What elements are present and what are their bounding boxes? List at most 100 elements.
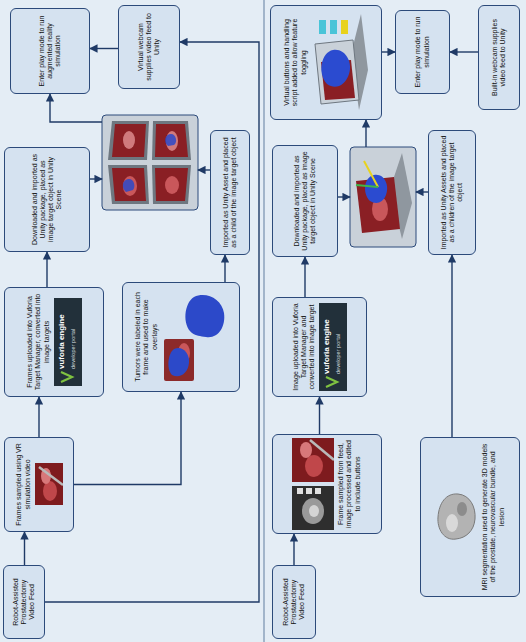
sampled-frame-images <box>292 438 334 482</box>
connector-arrow <box>74 392 181 485</box>
video-frame-image <box>39 468 63 486</box>
box-text: Enter play mode to run augmented reality… <box>38 13 62 89</box>
sampled-frame-images <box>309 505 319 517</box>
connector-arrow <box>319 397 320 434</box>
process-box: Robot-Assisted Prostatectomy Video Feed <box>3 565 45 639</box>
box-text: Robot-Assisted Prostatectomy Video Feed <box>12 570 36 634</box>
video-frame-image <box>35 464 63 506</box>
virtual-buttons-image <box>315 41 359 105</box>
sampled-frame-images <box>297 488 303 494</box>
sampled-frame-images <box>302 498 324 524</box>
connector-arrow <box>46 252 47 287</box>
prostate-model-image <box>457 502 467 516</box>
sampled-frame-images <box>305 455 323 477</box>
box-text: Built-in webcam supplies video feed to U… <box>491 10 507 105</box>
process-box: Downloaded and imported as Unity package… <box>4 147 90 252</box>
box-picture <box>311 11 369 115</box>
process-box: Image uploaded into Vuforia Target Manag… <box>272 297 367 397</box>
box-text: Frames uploaded into Vuforia Target Mana… <box>26 292 50 392</box>
sampled-frame-images <box>300 442 312 458</box>
process-box: Imported as Unity Assets and placed as a… <box>428 130 476 255</box>
sampled-frame-images <box>315 488 321 494</box>
ar-screenshot <box>364 161 378 187</box>
connector-arrow <box>90 48 118 49</box>
flow-arrow <box>365 120 366 147</box>
logo-text: vuforia engine <box>58 314 66 369</box>
ar-screenshot <box>112 168 146 201</box>
connector-arrow <box>293 534 294 565</box>
video-frame-image <box>43 482 57 502</box>
box-text: Robot-Assisted Prostatectomy Video Feed <box>282 570 306 634</box>
vuforia-logo <box>54 298 82 386</box>
connector-arrow <box>24 532 25 565</box>
box-text: Downloaded and imported as Unity package… <box>293 150 317 252</box>
box-text: Frame sampled from feed, image processed… <box>337 439 361 529</box>
connector-arrow <box>451 255 452 437</box>
ar-screenshot <box>356 185 378 187</box>
ar-screenshot <box>112 124 146 157</box>
virtual-buttons-image <box>330 21 337 35</box>
vuforia-logo <box>319 303 347 391</box>
ar-screenshot <box>102 115 198 210</box>
box-text: Tumors were labeled in each frame and us… <box>134 287 158 387</box>
prostate-model-image <box>434 487 478 547</box>
logo-text: developer portal <box>71 329 77 369</box>
ar-screenshot <box>108 121 149 160</box>
ar-screenshot <box>102 115 198 210</box>
box-text: Virtual buttons and handling script adde… <box>283 10 307 115</box>
connector-arrow <box>38 397 39 437</box>
ar-screenshot <box>166 131 178 151</box>
prostate-model-image <box>438 494 475 539</box>
process-box: Frame sampled from feed, image processed… <box>272 434 382 534</box>
prostate-model-image <box>446 514 458 532</box>
box-text: Enter play mode to run simulation <box>414 15 430 89</box>
process-box: Tumors were labeled in each frame and us… <box>122 282 240 392</box>
process-box: Frames sampled using VR simulation video <box>4 437 74 532</box>
tumor-overlay-image <box>162 291 228 383</box>
ar-screenshot <box>165 134 176 146</box>
ar-screenshot <box>350 147 416 247</box>
box-text: Imported as Unity Assets and placed as a… <box>440 135 464 250</box>
logo-text: developer portal <box>336 334 342 374</box>
box-picture <box>162 291 228 383</box>
ar-screenshot <box>165 176 179 194</box>
tumor-overlay-image <box>164 339 194 381</box>
ar-screenshot <box>155 124 188 157</box>
logo-text: vuforia engine <box>323 319 331 374</box>
box-picture: vuforia engine developer portal <box>319 303 347 391</box>
process-box: Frames uploaded into Vuforia Target Mana… <box>4 287 104 397</box>
virtual-buttons-image <box>321 50 350 87</box>
vuforia-logo <box>61 372 72 382</box>
process-box: Imported as Unity Asset and placed as a … <box>210 130 250 255</box>
ar-screenshot <box>152 165 191 204</box>
ar-screenshot <box>123 176 137 196</box>
tumor-overlay-image <box>168 348 189 376</box>
box-text: Virtual webcam supplies video feed to Un… <box>137 10 161 84</box>
process-box: Enter play mode to run augmented reality… <box>10 8 90 94</box>
virtual-buttons-image <box>319 21 326 35</box>
box-text: MRI segmentation used to generate 3D mod… <box>481 442 505 592</box>
process-box: Virtual buttons and handling script adde… <box>270 5 382 120</box>
connector-arrow <box>45 42 259 602</box>
process-box: Enter play mode to run simulation <box>395 10 450 94</box>
process-box: Downloaded and imported as Unity package… <box>272 145 338 257</box>
video-frame-image <box>35 464 63 506</box>
box-picture: vuforia engine developer portal <box>54 298 82 386</box>
flow-arrow <box>198 169 210 170</box>
box-picture <box>434 487 478 547</box>
vuforia-logo <box>326 377 337 387</box>
tumor-overlay-image <box>185 295 224 337</box>
box-text: Downloaded and imported as Unity package… <box>31 152 63 247</box>
flow-arrow <box>416 191 428 192</box>
ar-screenshot <box>123 131 135 149</box>
process-box: MRI segmentation used to generate 3D mod… <box>420 437 520 597</box>
box-text: Imported as Unity Asset and placed as a … <box>222 135 238 250</box>
ar-screenshot <box>365 175 387 203</box>
connector-arrow <box>382 51 395 52</box>
process-box: Virtual webcam supplies video feed to Un… <box>118 5 180 89</box>
virtual-buttons-image <box>311 11 369 115</box>
box-picture <box>292 438 334 530</box>
box-text: Frames sampled using VR simulation video <box>15 442 31 527</box>
flow-arrow <box>50 94 102 122</box>
process-box: Robot-Assisted Prostatectomy Video Feed <box>272 565 316 639</box>
